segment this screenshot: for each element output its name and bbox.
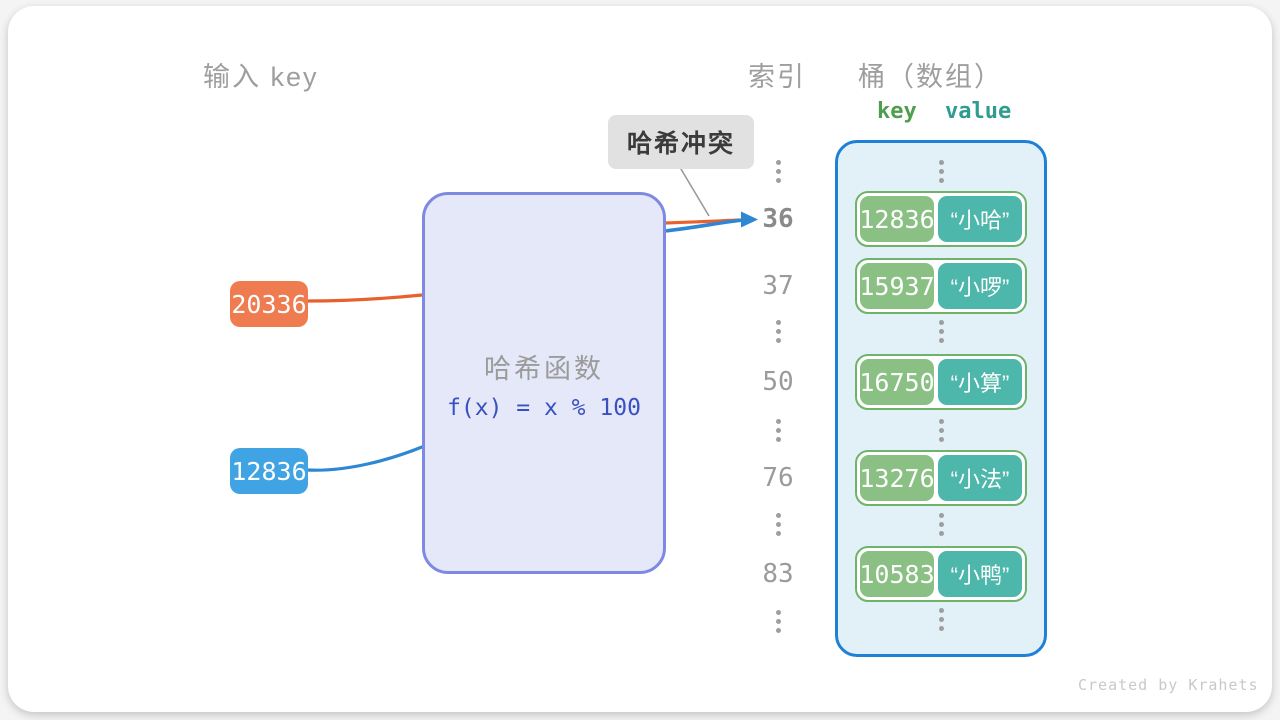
- entry-value: “小鸭”: [938, 551, 1022, 597]
- entry-key: 12836: [859, 196, 935, 242]
- bucket-entry: 12836 “小哈”: [855, 191, 1027, 247]
- input-key-20336: 20336: [230, 281, 308, 327]
- index-cell-50: 50: [762, 367, 794, 397]
- index-cell-83: 83: [762, 559, 794, 589]
- entry-value: “小算”: [938, 359, 1022, 405]
- entry-key: 16750: [859, 359, 935, 405]
- key-column-label: key: [877, 99, 917, 124]
- input-key-title: 输入 key: [203, 62, 319, 92]
- bucket-entry: 13276 “小法”: [855, 450, 1027, 506]
- entry-value: “小哈”: [938, 196, 1022, 242]
- index-cell-37: 37: [762, 271, 794, 301]
- entry-value: “小法”: [938, 455, 1022, 501]
- hash-function-box: 哈希函数 f(x) = x % 100: [422, 192, 666, 574]
- credit-watermark: Created by Krahets: [1078, 676, 1259, 694]
- bucket-entry: 10583 “小鸭”: [855, 546, 1027, 602]
- index-cell-36: 36: [762, 204, 794, 234]
- index-ellipsis: [772, 419, 784, 442]
- bucket-entry: 16750 “小算”: [855, 354, 1027, 410]
- index-ellipsis: [772, 610, 784, 633]
- index-ellipsis: [772, 513, 784, 536]
- bucket-ellipsis: [935, 320, 947, 343]
- index-title: 索引: [748, 62, 806, 92]
- entry-key: 15937: [859, 263, 935, 309]
- bucket-entry: 15937 “小啰”: [855, 258, 1027, 314]
- input-key-12836: 12836: [230, 448, 308, 494]
- entry-key: 10583: [859, 551, 935, 597]
- bucket-ellipsis: [935, 513, 947, 536]
- index-cell-76: 76: [762, 463, 794, 493]
- bucket-ellipsis: [935, 160, 947, 183]
- hash-function-title: 哈希函数: [484, 354, 604, 384]
- entry-value: “小啰”: [938, 263, 1022, 309]
- value-column-label: value: [945, 99, 1012, 124]
- index-ellipsis: [772, 320, 784, 343]
- hash-collision-callout: 哈希冲突: [608, 115, 755, 169]
- index-ellipsis: [772, 160, 784, 183]
- entry-key: 13276: [859, 455, 935, 501]
- hash-function-formula: f(x) = x % 100: [447, 395, 641, 421]
- bucket-title: 桶（数组）: [858, 62, 1003, 92]
- bucket-ellipsis: [935, 608, 947, 631]
- bucket-ellipsis: [935, 419, 947, 442]
